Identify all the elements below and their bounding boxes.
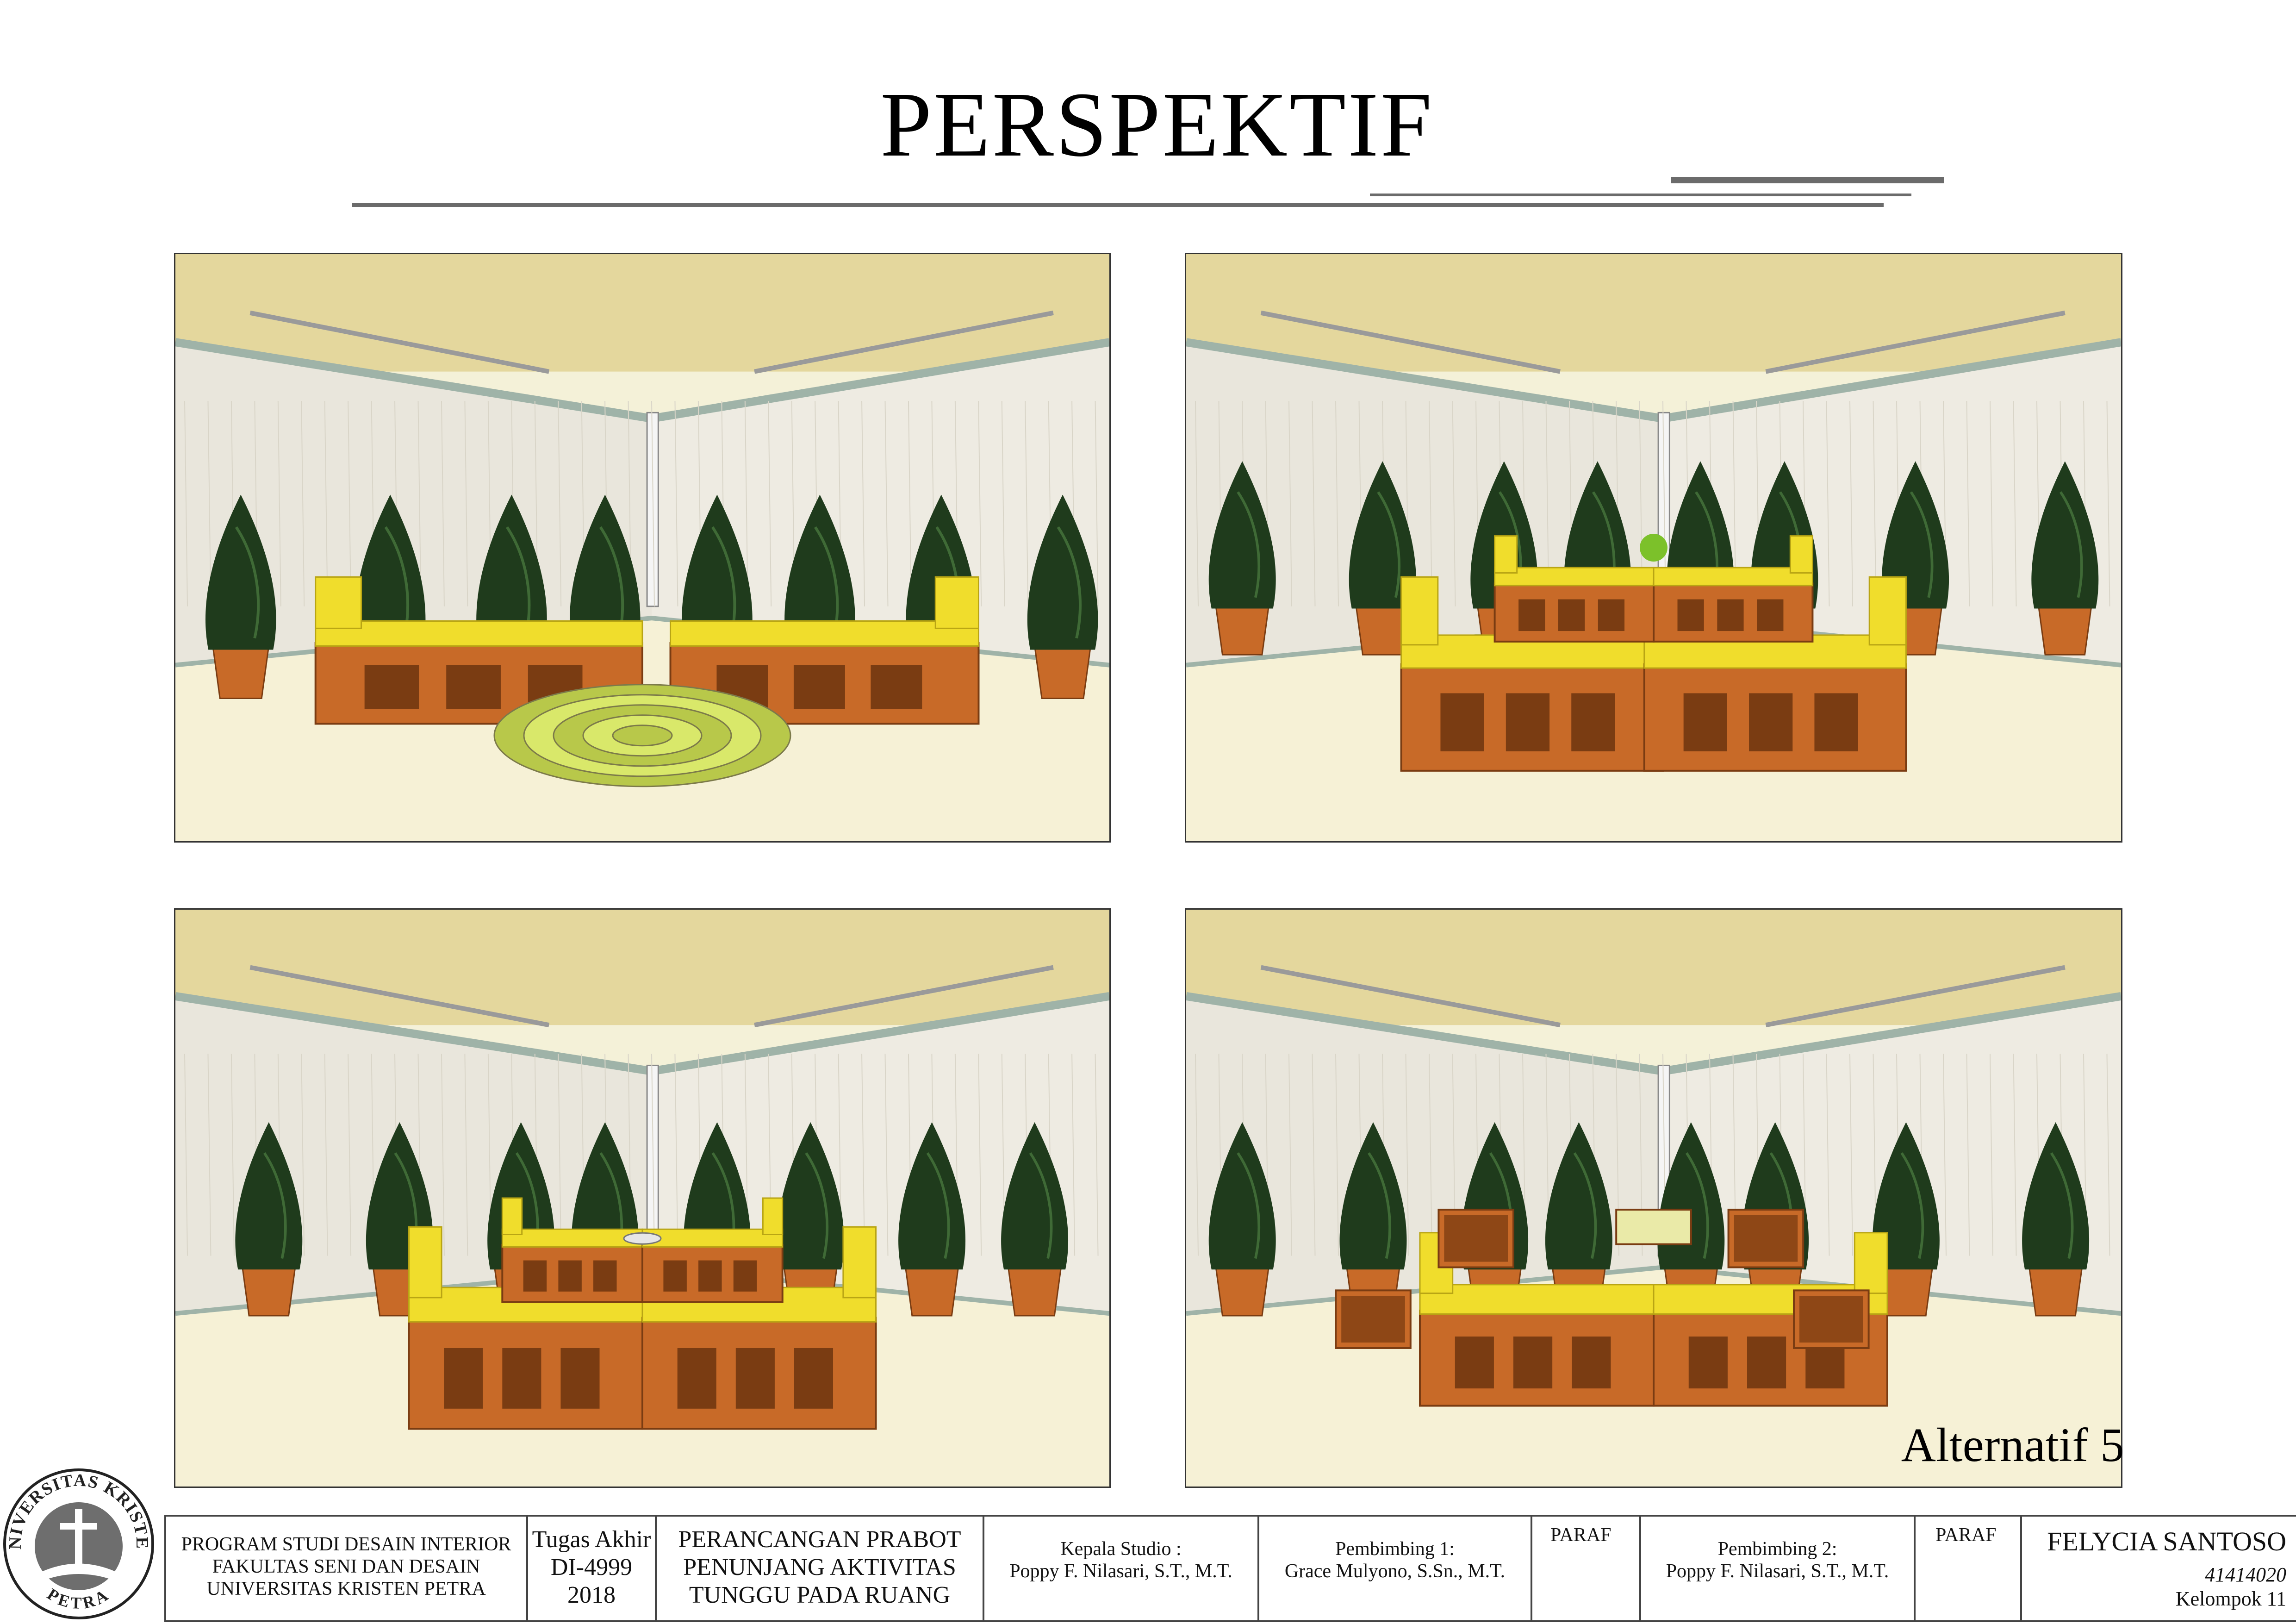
advisor-1: Pembimbing 1: Grace Mulyono, S.Sn., M.T. (1284, 1538, 1506, 1582)
render-image (175, 254, 1109, 841)
view-1-bench-layout (174, 253, 1111, 843)
title-accent-line-1 (1370, 194, 1911, 196)
potted-plant (235, 1122, 303, 1317)
modular-seat (641, 1197, 784, 1303)
view-2-cross-layout (1185, 253, 2122, 843)
potted-plant (205, 494, 276, 700)
potted-plant (2031, 461, 2099, 656)
university-logo: UNIVERSITAS KRISTEN PETRA (0, 1463, 154, 1619)
modular-seat (501, 1197, 643, 1303)
modular-seat (1653, 535, 1814, 643)
potted-plant (1208, 461, 1276, 656)
render-image (1186, 910, 2121, 1487)
view-4-cross-layout-boxes (1185, 908, 2122, 1488)
project-title: PERANCANGAN PRABOT PENUNJANG AKTIVITAS T… (678, 1526, 961, 1608)
group-number: Kelompok 11 (2175, 1587, 2286, 1610)
view-3-cross-layout-table (174, 908, 1111, 1488)
modular-seat (408, 1226, 643, 1430)
potted-plant (1001, 1122, 1069, 1317)
course-info: Tugas Akhir DI-4999 2018 (532, 1526, 651, 1608)
render-image (1186, 254, 2121, 841)
potted-plant (2022, 1122, 2090, 1317)
title-accent-line-2 (1671, 177, 1944, 183)
advisor-2: Pembimbing 2: Poppy F. Nilasari, S.T., M… (1666, 1538, 1889, 1582)
student-name: FELYCIA SANTOSO (2047, 1526, 2286, 1556)
modular-seat (314, 576, 643, 725)
page-title: PERSPEKTIF (880, 74, 1434, 176)
program-info: PROGRAM STUDI DESAIN INTERIOR FAKULTAS S… (181, 1534, 511, 1599)
paraf-label-1: PARAF (1550, 1524, 1612, 1546)
potted-plant (1208, 1122, 1276, 1317)
modular-seat (1419, 1232, 1655, 1407)
potted-plant (898, 1122, 966, 1317)
potted-plant (1349, 461, 1416, 656)
paraf-label-2: PARAF (1935, 1524, 1997, 1546)
studio-head: Kepala Studio : Poppy F. Nilasari, S.T.,… (1009, 1538, 1232, 1582)
render-image (175, 910, 1109, 1487)
student-id: 41414020 (2205, 1563, 2286, 1586)
title-underline (352, 203, 1884, 207)
potted-plant (1027, 494, 1098, 700)
potted-plant (1872, 1122, 1940, 1317)
modular-seat (641, 1226, 877, 1430)
modular-seat (669, 576, 980, 725)
alternative-label: Alternatif 5 (1901, 1418, 2124, 1472)
